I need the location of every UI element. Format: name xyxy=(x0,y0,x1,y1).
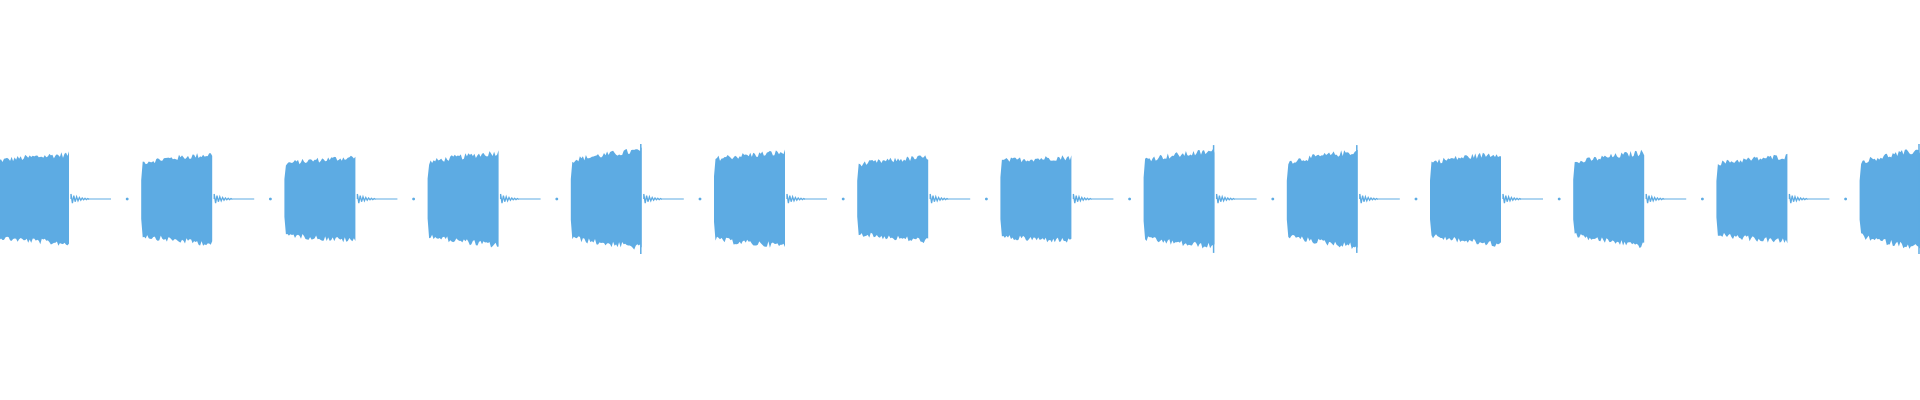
noise-blip xyxy=(841,197,845,201)
burst-envelope xyxy=(141,153,213,246)
waveform-burst xyxy=(1859,144,1920,254)
waveform-burst xyxy=(284,155,415,243)
burst-envelope xyxy=(1859,149,1920,249)
waveform-burst xyxy=(427,150,559,248)
noise-blip xyxy=(1844,197,1847,201)
noise-blip xyxy=(412,197,415,201)
burst-envelope xyxy=(1716,153,1788,244)
burst-envelope xyxy=(427,150,499,248)
burst-tail xyxy=(356,193,376,204)
waveform-burst xyxy=(570,144,702,254)
burst-envelope xyxy=(1573,149,1645,249)
burst-envelope xyxy=(1286,149,1358,249)
waveform-burst xyxy=(0,151,129,246)
waveform-burst xyxy=(1716,153,1847,244)
noise-blip xyxy=(1557,197,1561,201)
waveform-burst xyxy=(1573,149,1704,249)
burst-envelope xyxy=(1430,152,1501,247)
waveform-burst xyxy=(857,155,988,244)
burst-tail xyxy=(213,193,233,204)
waveform-burst xyxy=(1430,152,1561,247)
waveform-burst xyxy=(714,149,845,248)
burst-envelope xyxy=(714,149,785,248)
burst-envelope xyxy=(0,151,69,246)
burst-tail xyxy=(70,193,90,204)
burst-envelope xyxy=(570,147,642,250)
burst-tail xyxy=(786,193,806,204)
waveform-burst xyxy=(1000,155,1131,243)
burst-tail xyxy=(643,193,663,204)
burst-envelope xyxy=(284,155,356,243)
waveform-burst xyxy=(141,153,272,246)
burst-tail xyxy=(929,193,949,204)
burst-tail xyxy=(1072,193,1092,204)
waveform-burst xyxy=(1143,145,1275,253)
burst-envelope xyxy=(1143,148,1215,249)
burst-tail xyxy=(1788,193,1808,204)
noise-blip xyxy=(1701,197,1704,201)
burst-tail xyxy=(1645,193,1665,204)
noise-blip xyxy=(555,197,559,201)
noise-blip xyxy=(1271,197,1275,201)
noise-blip xyxy=(698,197,702,201)
noise-blip xyxy=(1128,197,1131,201)
noise-blip xyxy=(985,197,988,201)
burst-tail xyxy=(1359,193,1379,204)
burst-tail xyxy=(499,193,520,204)
burst-envelope xyxy=(857,155,929,244)
noise-blip xyxy=(1414,197,1418,201)
noise-blip xyxy=(269,197,272,201)
burst-tail xyxy=(1502,193,1522,204)
noise-blip xyxy=(125,197,129,201)
burst-envelope xyxy=(1000,155,1072,243)
burst-tail xyxy=(1215,193,1236,204)
waveform-burst xyxy=(1286,145,1418,253)
